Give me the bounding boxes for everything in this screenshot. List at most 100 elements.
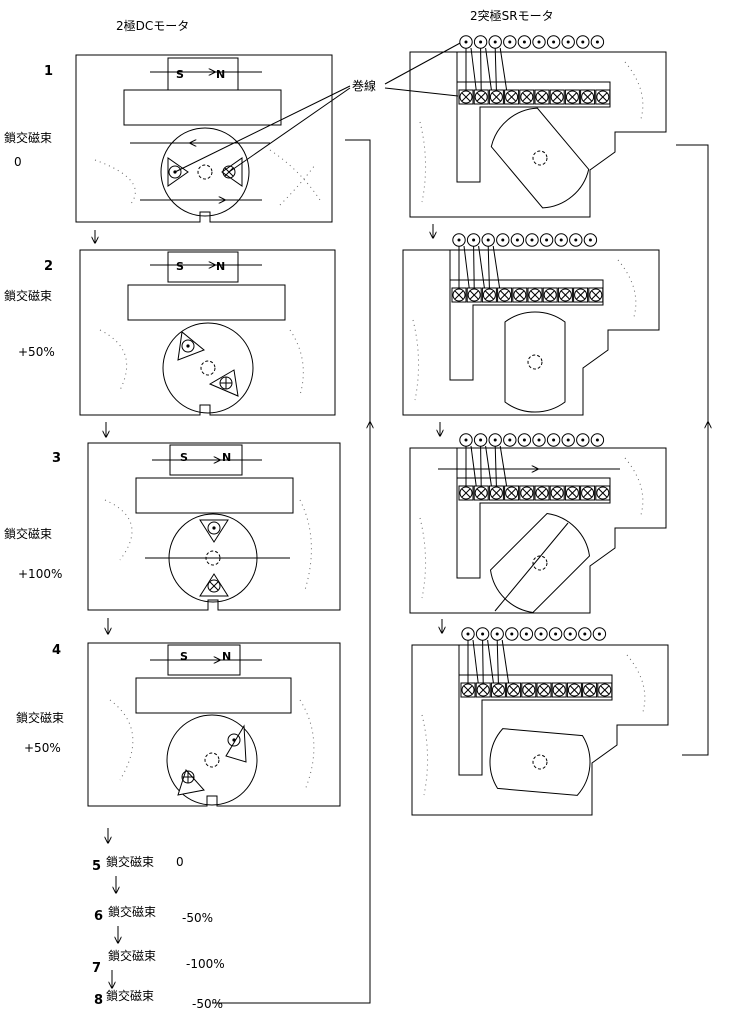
winding-dot (493, 40, 497, 44)
winding-in-icon (535, 90, 549, 104)
winding-in-icon (459, 486, 473, 500)
winding-cross (469, 290, 479, 300)
winding-in-icon (482, 288, 496, 302)
winding-in-icon (513, 288, 527, 302)
winding-dot (466, 632, 470, 636)
stator-frame (409, 447, 667, 614)
salient-pole (456, 448, 611, 579)
rotor-axis (200, 360, 216, 376)
rotor-body (489, 728, 591, 796)
flux-value: 0 (176, 855, 184, 869)
winding-cross (494, 685, 503, 695)
winding-dot (501, 238, 505, 242)
winding-dot (559, 238, 563, 242)
winding-lead (482, 639, 484, 684)
current-out-icon (227, 733, 241, 747)
winding-in-icon (537, 683, 551, 697)
step-number: 1 (44, 64, 53, 79)
coil-triangle-right (221, 157, 243, 187)
flux-step-list: 5 鎖交磁束 0 6 鎖交磁束 -50% 7 鎖交磁束 -100% 8 鎖交磁束… (92, 828, 225, 1011)
winding-in-icon (520, 90, 534, 104)
winding-in-icon (522, 683, 536, 697)
winding-cross (576, 290, 585, 300)
dc-motor-title: 2極DCモータ (116, 18, 189, 33)
winding-cross (507, 488, 516, 498)
winding-dot (493, 438, 497, 442)
winding-cross (507, 92, 516, 102)
sr-rotor (489, 512, 591, 614)
winding-in-icon (528, 288, 542, 302)
coil-triangle-left (167, 157, 189, 187)
winding-in-icon (467, 288, 481, 302)
current-in-icon (207, 579, 221, 593)
step-number: 4 (52, 643, 61, 658)
rotor-circle (160, 127, 250, 217)
winding-in-icon (505, 90, 519, 104)
flux-label: 鎖交磁束 (4, 288, 52, 303)
coil-triangle-upper (177, 331, 205, 361)
winding-cross (568, 488, 577, 498)
rotor-body (489, 512, 591, 614)
salient-pole (458, 645, 613, 776)
winding-dot (568, 632, 572, 636)
winding-dot (522, 438, 526, 442)
magnet-n-pole: N (222, 650, 231, 663)
stipple (109, 699, 315, 791)
salient-pole (449, 250, 604, 381)
winding-in-icon (596, 486, 610, 500)
winding-dot (554, 632, 558, 636)
winding-lead (499, 445, 508, 487)
winding-cross (522, 92, 532, 102)
winding-dot (524, 632, 528, 636)
winding-dot (566, 40, 570, 44)
winding-in-icon (535, 486, 549, 500)
winding-cross (461, 92, 471, 102)
winding-lead (496, 639, 499, 684)
magnet-s-pole: S (180, 650, 188, 663)
flux-value: -100% (186, 957, 225, 971)
winding-cross (476, 488, 486, 498)
flux-label: 鎖交磁束 (106, 854, 154, 869)
step-number: 6 (94, 909, 103, 924)
return-path (212, 139, 371, 1004)
winding-dot (479, 40, 483, 44)
flux-label: 鎖交磁束 (106, 988, 154, 1003)
winding-in-icon (583, 683, 597, 697)
rotor-body (490, 107, 590, 209)
winding-lead (472, 639, 479, 684)
rotor-circle (166, 714, 258, 806)
winding-in-icon (520, 486, 534, 500)
winding-dot (581, 40, 585, 44)
rotor-axis (532, 150, 548, 166)
rotor-axis (205, 550, 221, 566)
winding-annotation: 巻線 (174, 41, 463, 173)
step-number: 3 (52, 451, 61, 466)
flux-value: -50% (182, 911, 213, 925)
winding-lead (499, 47, 508, 91)
winding-in-icon (558, 288, 572, 302)
sr-rotor (490, 107, 590, 209)
rotor-axis (532, 754, 548, 770)
cycle-return-arrow-sr (676, 144, 709, 756)
permanent-magnet (167, 251, 239, 283)
winding-lead (470, 47, 477, 91)
sr-panel-4 (411, 619, 669, 816)
winding-dot (481, 632, 485, 636)
stipple (412, 259, 637, 401)
winding-label: 巻線 (352, 78, 376, 93)
rotor-circle (162, 322, 254, 414)
winding-in-icon (598, 683, 612, 697)
flux-value: +50% (24, 741, 61, 755)
flux-label: 鎖交磁束 (108, 904, 156, 919)
winding-in-icon (589, 288, 603, 302)
winding-in-icon (550, 486, 564, 500)
winding-cross (600, 685, 610, 695)
return-path (676, 144, 709, 756)
step-number: 7 (92, 961, 101, 976)
winding-lead (478, 245, 485, 289)
winding-cross (454, 290, 464, 300)
flux-value: -50% (192, 997, 223, 1011)
winding-lead (492, 245, 501, 289)
winding-cross (591, 290, 601, 300)
sr-panel-3 (409, 422, 667, 614)
